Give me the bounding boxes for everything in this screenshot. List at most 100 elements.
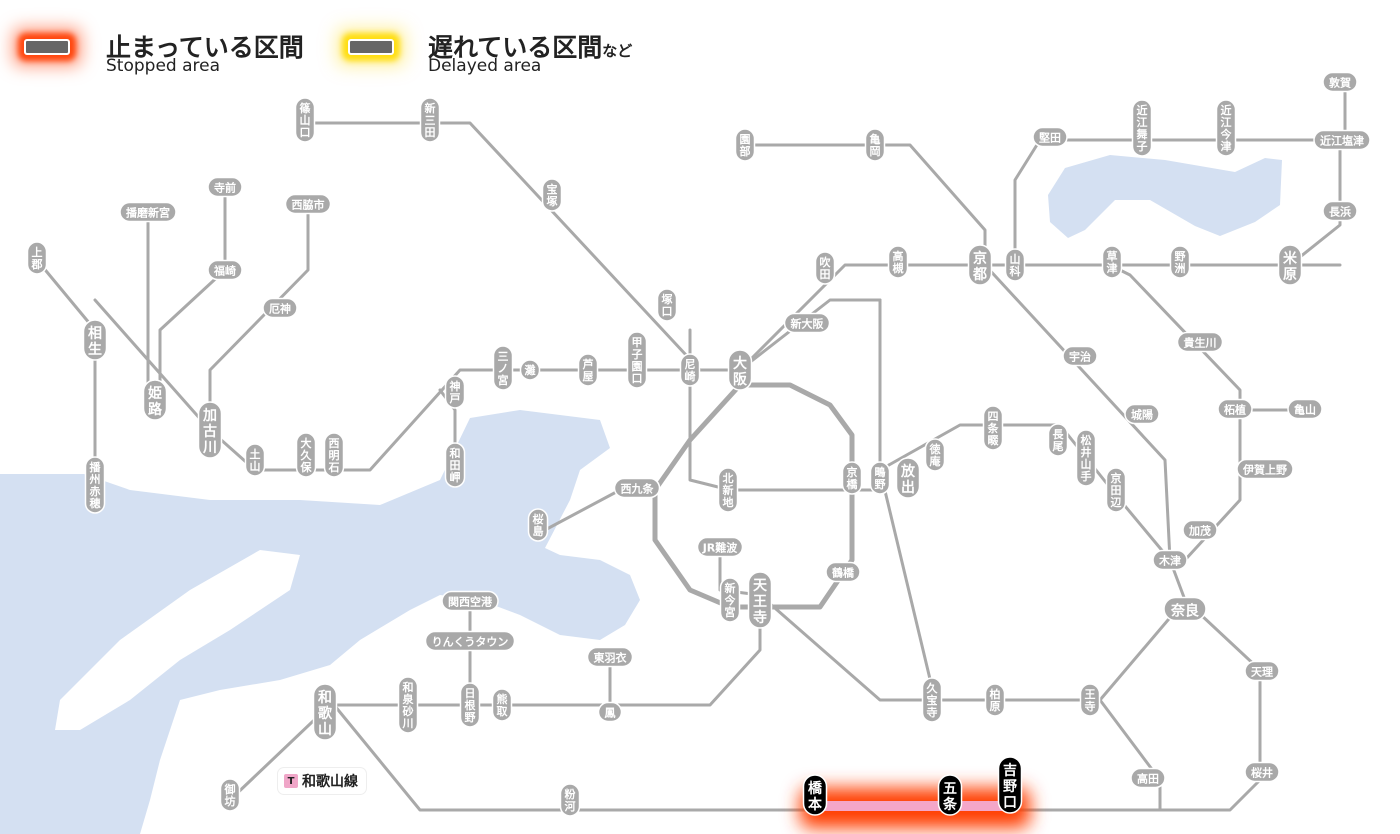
- station-kyobashi[interactable]: 京橋: [841, 461, 863, 495]
- station-banshuako[interactable]: 播州赤穂: [84, 456, 106, 514]
- station-maibara[interactable]: 米原: [1277, 244, 1303, 286]
- station-shinimamiya[interactable]: 新今宮: [719, 577, 741, 623]
- sakurai-line: [1158, 598, 1262, 812]
- station-pill: [82, 319, 108, 361]
- station-yakujin[interactable]: 厄神: [262, 297, 298, 319]
- station-uji[interactable]: 宇治: [1062, 345, 1098, 367]
- station-harimashinmiya[interactable]: 播磨新宮: [119, 201, 177, 223]
- station-label: 桜井: [1251, 766, 1273, 780]
- station-sonobe[interactable]: 園部: [734, 128, 756, 162]
- line-badge: T: [284, 774, 298, 788]
- station-takada[interactable]: 高田: [1130, 767, 1166, 789]
- station-nagahama[interactable]: 長浜: [1322, 200, 1358, 222]
- station-jrnamba[interactable]: JR難波: [696, 536, 744, 558]
- station-tsuruhashi[interactable]: 鶴橋: [825, 561, 861, 583]
- station-nagao[interactable]: 長尾: [1047, 423, 1069, 457]
- station-kyotanabe[interactable]: 京田辺: [1105, 467, 1127, 513]
- station-tsuruga[interactable]: 敦賀: [1322, 71, 1358, 93]
- station-takatsuki[interactable]: 高槻: [887, 245, 909, 279]
- station-hineno[interactable]: 日根野: [459, 682, 481, 728]
- legend-stopped-subtitle: Stopped area: [106, 56, 221, 76]
- station-shinosaka[interactable]: 新大阪: [783, 312, 831, 334]
- station-label: 播州赤穂: [89, 460, 102, 510]
- station-kyuhoji[interactable]: 久宝寺: [921, 677, 943, 723]
- kii-coast: [0, 760, 110, 834]
- station-izumisunagawa[interactable]: 和泉砂川: [397, 676, 419, 734]
- delayed-swatch: [348, 39, 394, 55]
- station-iga[interactable]: 伊賀上野: [1236, 458, 1294, 480]
- station-okubo[interactable]: 大久保: [295, 432, 317, 478]
- station-omiimazu[interactable]: 近江今津: [1215, 99, 1237, 157]
- station-wadamisaki[interactable]: 和田岬: [444, 442, 466, 488]
- station-tokuan[interactable]: 徳庵: [924, 438, 946, 472]
- station-shinsanda[interactable]: 新三田: [419, 97, 441, 143]
- station-rinku[interactable]: りんくうタウン: [424, 630, 516, 652]
- station-kashiwara[interactable]: 柏原: [984, 683, 1006, 717]
- station-tsugegawa[interactable]: 貴生川: [1176, 331, 1224, 353]
- station-label: 東羽衣: [594, 651, 628, 665]
- station-hashimoto[interactable]: 橋本: [802, 774, 828, 816]
- station-oji[interactable]: 王寺: [1079, 683, 1101, 717]
- station-wakayama[interactable]: 和歌山: [312, 683, 338, 741]
- station-sannomiya[interactable]: 三ノ宮: [492, 345, 514, 391]
- station-gojo[interactable]: 五条: [937, 774, 963, 816]
- station-nishiakashi[interactable]: 西明石: [323, 432, 345, 478]
- station-yoshinoguchi[interactable]: 吉野口: [997, 756, 1023, 814]
- station-kix[interactable]: 関西空港: [441, 590, 499, 612]
- station-teramae[interactable]: 寺前: [207, 176, 243, 198]
- station-yamashina[interactable]: 山科: [1004, 248, 1026, 282]
- station-omimaiko[interactable]: 近江舞子: [1131, 99, 1153, 157]
- station-hanaten[interactable]: 放出: [895, 457, 921, 499]
- station-label: 播磨新宮: [126, 206, 170, 220]
- station-tsuchiyama[interactable]: 土山: [244, 443, 266, 477]
- station-yasu[interactable]: 野洲: [1169, 245, 1191, 279]
- station-himeji[interactable]: 姫路: [142, 379, 168, 421]
- station-nishiwakishi[interactable]: 西脇市: [284, 193, 332, 215]
- station-fukusaki[interactable]: 福崎: [207, 259, 243, 281]
- station-kameoka[interactable]: 亀岡: [864, 128, 886, 162]
- station-matsuiyamate[interactable]: 松井山手: [1075, 429, 1097, 487]
- station-osaka[interactable]: 大阪: [727, 349, 753, 391]
- station-kakogawa[interactable]: 加古川: [197, 401, 223, 459]
- station-kobe[interactable]: 神戸: [444, 375, 466, 409]
- station-kokawa[interactable]: 粉河: [559, 783, 581, 817]
- station-omishiotsu[interactable]: 近江塩津: [1313, 129, 1371, 151]
- station-joyo[interactable]: 城陽: [1124, 403, 1160, 425]
- station-aioi[interactable]: 相生: [82, 319, 108, 361]
- station-kyoto[interactable]: 京都: [967, 244, 993, 286]
- station-katata[interactable]: 堅田: [1032, 126, 1068, 148]
- station-gobo[interactable]: 御坊: [219, 778, 241, 812]
- station-tennoji[interactable]: 天王寺: [747, 571, 773, 629]
- station-tsukaguchi[interactable]: 塚口: [656, 288, 678, 322]
- station-nara[interactable]: 奈良: [1163, 596, 1207, 622]
- station-tenri[interactable]: 天理: [1244, 660, 1280, 682]
- station-pill: [719, 577, 741, 623]
- hokuriku-line: [1288, 138, 1342, 267]
- station-takarazuka[interactable]: 宝塚: [541, 178, 563, 212]
- station-label: 近江塩津: [1320, 134, 1364, 148]
- station-label: 西脇市: [292, 198, 325, 212]
- station-kumatori[interactable]: 熊取: [491, 688, 513, 722]
- station-nada[interactable]: 灘: [519, 359, 541, 381]
- station-pill: [586, 646, 634, 668]
- station-otori[interactable]: 鳳: [597, 701, 623, 723]
- station-kamigori[interactable]: 上郡: [26, 241, 48, 275]
- station-amagasaki[interactable]: 尼崎: [679, 353, 701, 387]
- station-label: 熊取: [497, 692, 508, 718]
- station-kamo[interactable]: 加茂: [1182, 519, 1218, 541]
- station-kizu[interactable]: 木津: [1152, 549, 1188, 571]
- station-sasayama[interactable]: 篠山口: [294, 97, 316, 143]
- station-shijonawate[interactable]: 四条畷: [982, 405, 1004, 451]
- station-kitashinchi[interactable]: 北新地: [717, 467, 739, 513]
- station-kameyama[interactable]: 亀山: [1287, 398, 1323, 420]
- station-nishikujo[interactable]: 西九条: [613, 477, 661, 499]
- station-higashihagoromo[interactable]: 東羽衣: [586, 646, 634, 668]
- station-suita[interactable]: 吹田: [814, 251, 836, 285]
- station-ashiya[interactable]: 芦屋: [577, 353, 599, 387]
- station-sakurai[interactable]: 桜井: [1244, 761, 1280, 783]
- station-kusatsu[interactable]: 草津: [1101, 245, 1123, 279]
- station-shigino[interactable]: 鴫野: [869, 461, 891, 495]
- station-tsuge[interactable]: 柘植: [1217, 398, 1253, 420]
- station-sakurajima[interactable]: 桜島: [527, 508, 549, 542]
- station-koshienguchi[interactable]: 甲子園口: [626, 331, 648, 389]
